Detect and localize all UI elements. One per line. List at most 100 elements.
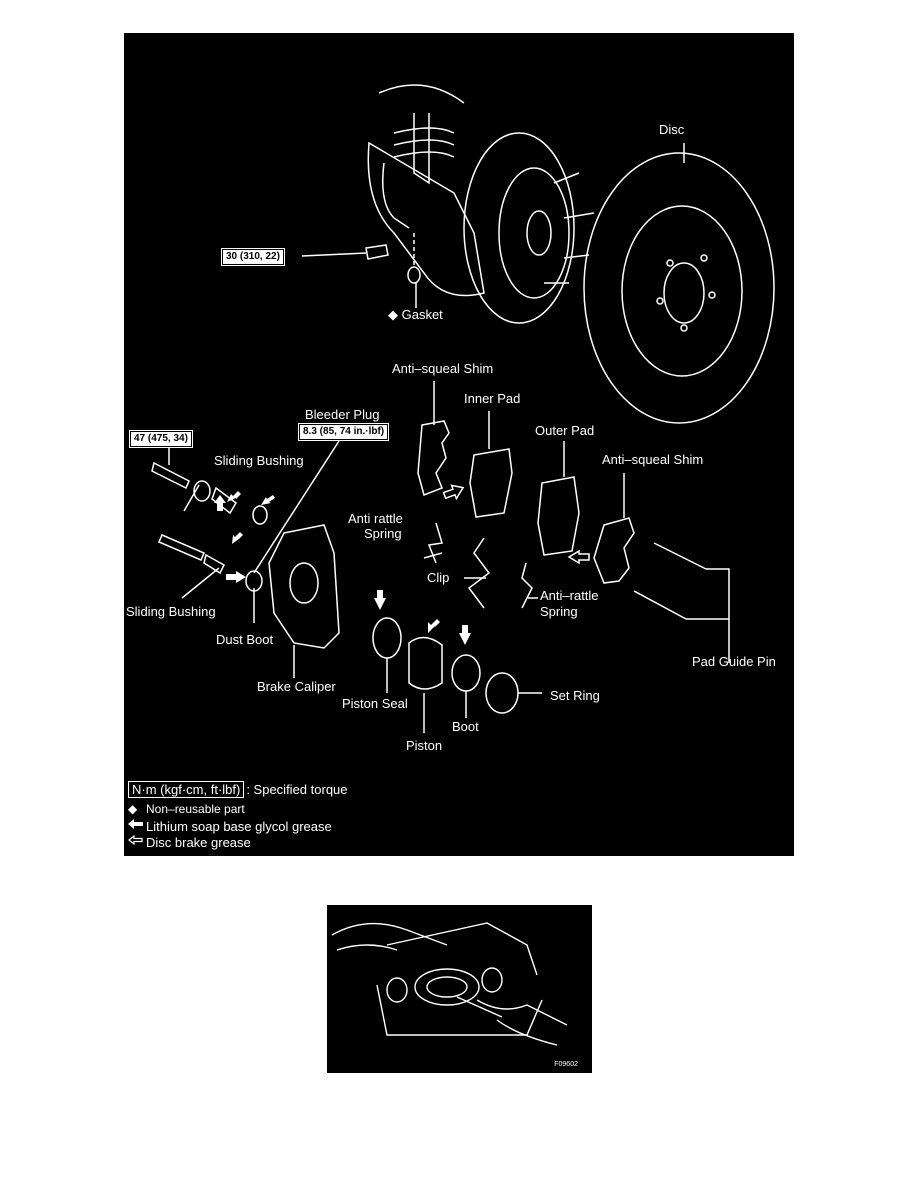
disc-lug-hole [708, 291, 716, 299]
exploded-brake-diagram: Disc ◆ Gasket Anti–squeal Shim Inner Pad… [124, 33, 794, 856]
disc-center-hole [663, 262, 705, 324]
sliding-bushing-part [252, 505, 268, 525]
anti-rattle-spring-label-2a: Anti–rattle [540, 588, 599, 603]
photo-illustration [331, 922, 568, 1046]
legend-torque-unit: N·m (kgf·cm, ft·lbf) [128, 781, 245, 798]
pad-guide-pin-leader [686, 568, 730, 663]
inner-pad-label: Inner Pad [464, 391, 521, 406]
hub [498, 167, 570, 299]
caliper-bore-photo [414, 968, 480, 1006]
dust-boot-label: Dust Boot [216, 632, 274, 647]
disc-lug-hole [680, 324, 688, 332]
lithium-grease-arrow [428, 619, 440, 633]
bushing-photo-right [481, 967, 503, 993]
coil-spring [393, 127, 455, 158]
backing-plate [463, 132, 575, 324]
anti-rattle-spring-label-1b: Spring [364, 526, 402, 541]
legend-non-reusable-text: Non–reusable part [146, 802, 245, 816]
torque-box-mount-bolt: 30 (310, 22) [221, 248, 285, 266]
leader-bolt-30 [301, 252, 367, 257]
leader-bleeder [253, 440, 340, 574]
pad-guide-pin-label: Pad Guide Pin [692, 654, 776, 669]
anti-squeal-shim-label-2: Anti–squeal Shim [602, 452, 704, 467]
brake-line [382, 162, 410, 229]
diagram-illustration [151, 84, 775, 733]
caliper-bore [289, 562, 319, 604]
anti-squeal-shim-label-1: Anti–squeal Shim [392, 361, 494, 376]
clip-part [467, 537, 491, 609]
anti-rattle-spring-label-2b: Spring [540, 604, 578, 619]
piston-label: Piston [406, 738, 443, 753]
torque-box-caliper-bolt: 47 (475, 34) [129, 430, 193, 448]
hub-center [526, 210, 552, 256]
legend-disc-grease-text: Disc brake grease [146, 835, 251, 850]
lithium-grease-arrow [227, 491, 241, 502]
disc-brake-grease-arrow [567, 549, 590, 565]
leader-bushing-1 [183, 484, 200, 512]
right-hand-outline [476, 999, 568, 1026]
piston-seal-label: Piston Seal [342, 696, 408, 711]
caliper-bolt-upper [151, 461, 190, 490]
caliper-photo: F09602 [327, 905, 592, 1073]
hub-stud [553, 172, 580, 184]
upper-arm [378, 84, 465, 104]
legend-torque-text: : Specified torque [246, 782, 348, 797]
lithium-grease-arrow [226, 571, 246, 583]
anti-rattle-spring-1 [427, 522, 443, 564]
gasket-part [407, 266, 421, 284]
caliper-bolt-lower [158, 534, 205, 561]
disc-lug-hole [666, 259, 674, 267]
piston-part [408, 636, 443, 690]
photo-code-label: F09602 [554, 1061, 578, 1068]
sliding-bushing-part [203, 553, 225, 575]
lithium-grease-arrow [374, 590, 386, 610]
legend-torque-row: N·m (kgf·cm, ft·lbf): Specified torque [128, 781, 348, 798]
left-hand-finger [336, 944, 398, 951]
leader-bushing-2 [181, 567, 220, 599]
torque-box-bleeder-plug: 8.3 (85, 74 in.·lbf) [297, 423, 390, 441]
right-hand-finger [496, 1019, 558, 1046]
legend-non-reusable-row: ◆ Non–reusable part [128, 802, 245, 817]
disc-hat [621, 205, 743, 377]
disc-brake-grease-arrow [442, 484, 465, 501]
piston-photo [426, 976, 468, 998]
sliding-bushing-part [193, 480, 211, 502]
pad-guide-pin-part [633, 590, 687, 620]
anti-rattle-spring-2 [521, 562, 533, 609]
left-hand-outline [331, 922, 448, 946]
disc-lug-hole [700, 254, 708, 262]
caliper-bottom-edge [376, 984, 543, 1036]
hub-stud [563, 212, 595, 219]
mount-bolt [365, 244, 389, 260]
sliding-bushing-label-1: Sliding Bushing [214, 453, 304, 468]
clip-label: Clip [427, 570, 450, 585]
outer-pad-part [537, 476, 580, 556]
boot-label: Boot [452, 719, 479, 734]
brake-caliper-body [268, 524, 340, 649]
anti-squeal-shim-outer [593, 517, 635, 584]
diamond-icon: ◆ [128, 802, 138, 816]
hub-stud [563, 254, 590, 259]
sliding-bushing-label-2: Sliding Bushing [126, 604, 216, 619]
lithium-grease-arrow [214, 495, 226, 511]
set-ring-part [485, 672, 519, 714]
disc-label: Disc [659, 122, 685, 137]
piston-seal-part [372, 617, 402, 659]
disc-rotor [583, 152, 775, 424]
screwdriver [456, 996, 503, 1018]
anti-squeal-shim-inner [417, 420, 450, 497]
anti-rattle-spring-label-1a: Anti rattle [348, 511, 403, 526]
legend-lithium-text: Lithium soap base glycol grease [146, 819, 332, 834]
outer-pad-label: Outer Pad [535, 423, 595, 438]
bleeder-plug-label: Bleeder Plug [305, 407, 380, 422]
bushing-photo-left [386, 977, 408, 1003]
inner-pad-part [469, 448, 513, 518]
brake-caliper-label: Brake Caliper [257, 679, 336, 694]
disc-lug-hole [656, 297, 664, 305]
legend-lithium-row: Lithium soap base glycol grease [128, 819, 332, 834]
strut-body [413, 113, 430, 185]
steering-knuckle [367, 141, 485, 297]
set-ring-label: Set Ring [550, 688, 600, 703]
lithium-grease-arrow [459, 625, 471, 645]
caliper-top-edge [386, 922, 538, 976]
